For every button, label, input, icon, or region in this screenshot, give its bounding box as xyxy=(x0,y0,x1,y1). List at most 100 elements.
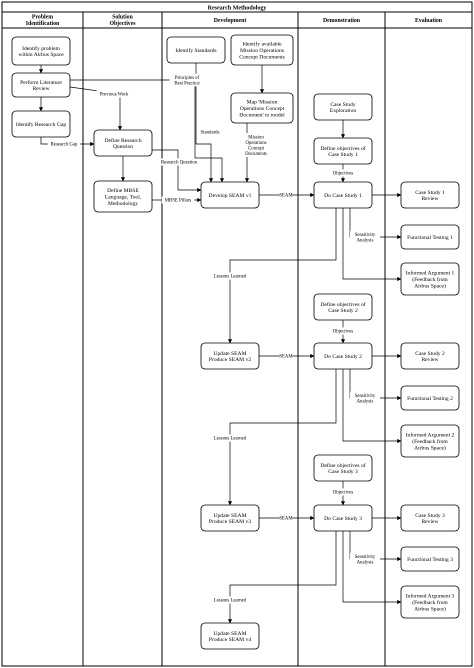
edge-label: MBSE Pillars xyxy=(161,196,195,204)
edge-label: SEAM xyxy=(279,352,293,360)
svg-text:Objectives: Objectives xyxy=(333,172,354,177)
svg-text:Lessons Learned: Lessons Learned xyxy=(214,599,247,604)
lane-title: Evaluation xyxy=(415,18,443,24)
edge-do-cs2->informed-arg2 xyxy=(342,369,402,444)
svg-text:Identify Research Gap: Identify Research Gap xyxy=(16,121,67,128)
edge-label: Objectives xyxy=(329,327,357,335)
edge-label: Objectives xyxy=(329,169,357,177)
node-do-cs2: Do Case Study 2 xyxy=(313,342,373,370)
node-func-test2: Functional Testing 2 xyxy=(400,385,460,411)
edge-lit-review->develop-seam-principles xyxy=(70,79,225,183)
node-research-gap: Identify Research Gap xyxy=(11,110,71,138)
svg-text:Do Case Study 3: Do Case Study 3 xyxy=(324,516,362,522)
svg-text:SEAM: SEAM xyxy=(279,355,293,360)
edge-identify-standards->develop-seam xyxy=(195,63,214,183)
svg-text:Objectives: Objectives xyxy=(333,491,354,496)
svg-text:MBSE Pillars: MBSE Pillars xyxy=(165,199,192,204)
svg-text:Do Case Study 2: Do Case Study 2 xyxy=(324,354,362,360)
svg-text:Functional Testing 1: Functional Testing 1 xyxy=(407,235,453,241)
edge-label: Standards xyxy=(197,128,223,136)
svg-text:Previous Work: Previous Work xyxy=(100,93,129,98)
edge-do-cs1->update-seam2 xyxy=(227,208,337,344)
edge-label: Objectives xyxy=(329,488,357,496)
node-develop-seam: Develop SEAM v1 xyxy=(200,181,260,209)
svg-text:SEAM: SEAM xyxy=(279,517,293,522)
edge-label: Lessons Learned xyxy=(210,272,250,280)
svg-text:Functional Testing 3: Functional Testing 3 xyxy=(407,557,453,563)
edge-do-cs3->informed-arg3 xyxy=(342,531,402,605)
svg-text:Informed Argument 2(Feedback f: Informed Argument 2(Feedback fromAirbus … xyxy=(406,432,455,452)
edge-do-cs2->update-seam3 xyxy=(227,369,337,506)
svg-text:Lessons Learned: Lessons Learned xyxy=(214,275,247,280)
node-func-test3: Functional Testing 3 xyxy=(400,546,460,572)
svg-text:Identify Standards: Identify Standards xyxy=(175,47,216,54)
edge-label: SEAM xyxy=(279,514,293,522)
edge-label: SEAM xyxy=(279,191,293,199)
svg-text:Develop SEAM v1: Develop SEAM v1 xyxy=(209,193,252,199)
lane-title: Development xyxy=(214,18,247,24)
edge-define-rq->develop-seam xyxy=(152,149,202,193)
lane-title: Demonstration xyxy=(323,18,361,24)
edge-label: Lessons Learned xyxy=(210,434,250,442)
diagram-title: Research Methodology xyxy=(208,6,267,12)
svg-text:Functional Testing 2: Functional Testing 2 xyxy=(407,396,453,402)
edge-do-cs1->informed-arg1 xyxy=(342,208,402,282)
node-identify-standards: Identify Standards xyxy=(166,36,226,64)
svg-text:Lessons Learned: Lessons Learned xyxy=(214,437,247,442)
node-do-cs3: Do Case Study 3 xyxy=(313,504,373,532)
svg-text:Objectives: Objectives xyxy=(333,330,354,335)
edge-do-cs1->func-test1 xyxy=(349,208,402,240)
svg-text:Do Case Study 1: Do Case Study 1 xyxy=(324,193,362,199)
svg-text:Research Question: Research Question xyxy=(161,161,198,166)
edge-do-cs2->func-test2 xyxy=(349,369,402,401)
edge-label: Previous Work xyxy=(96,90,132,98)
edge-label: Research Question xyxy=(156,158,202,166)
edge-label: Lessons Learned xyxy=(210,596,250,604)
svg-text:Informed Argument 1(Feedback f: Informed Argument 1(Feedback fromAirbus … xyxy=(406,270,455,290)
svg-text:Standards: Standards xyxy=(201,131,220,136)
